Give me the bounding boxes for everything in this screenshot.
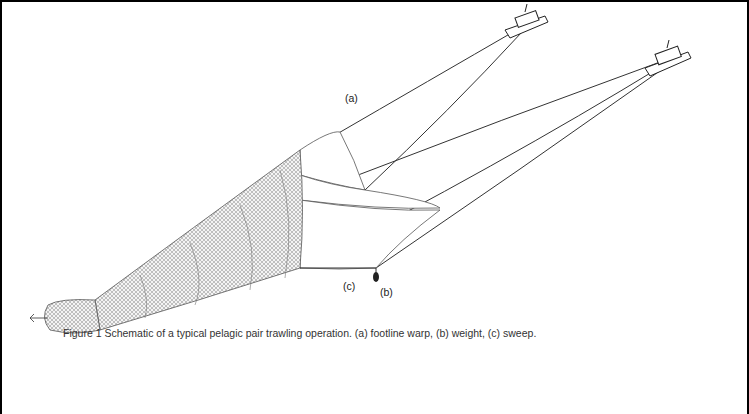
weight xyxy=(373,272,379,282)
ship xyxy=(505,4,548,38)
callout-label: (a) xyxy=(345,92,358,105)
warp-line xyxy=(330,28,520,138)
net-wing xyxy=(300,200,440,269)
codend-line xyxy=(30,314,48,322)
figure-caption: Figure 1 Schematic of a typical pelagic … xyxy=(63,327,536,340)
warp-line xyxy=(345,62,660,180)
net-body xyxy=(95,150,303,330)
warp-line xyxy=(300,66,662,268)
warp-line xyxy=(376,68,664,268)
warp-line xyxy=(365,32,522,190)
callout-label: (b) xyxy=(380,286,393,299)
sweep-line xyxy=(300,268,376,269)
callout-label: (c) xyxy=(343,280,355,293)
ship xyxy=(645,40,691,76)
